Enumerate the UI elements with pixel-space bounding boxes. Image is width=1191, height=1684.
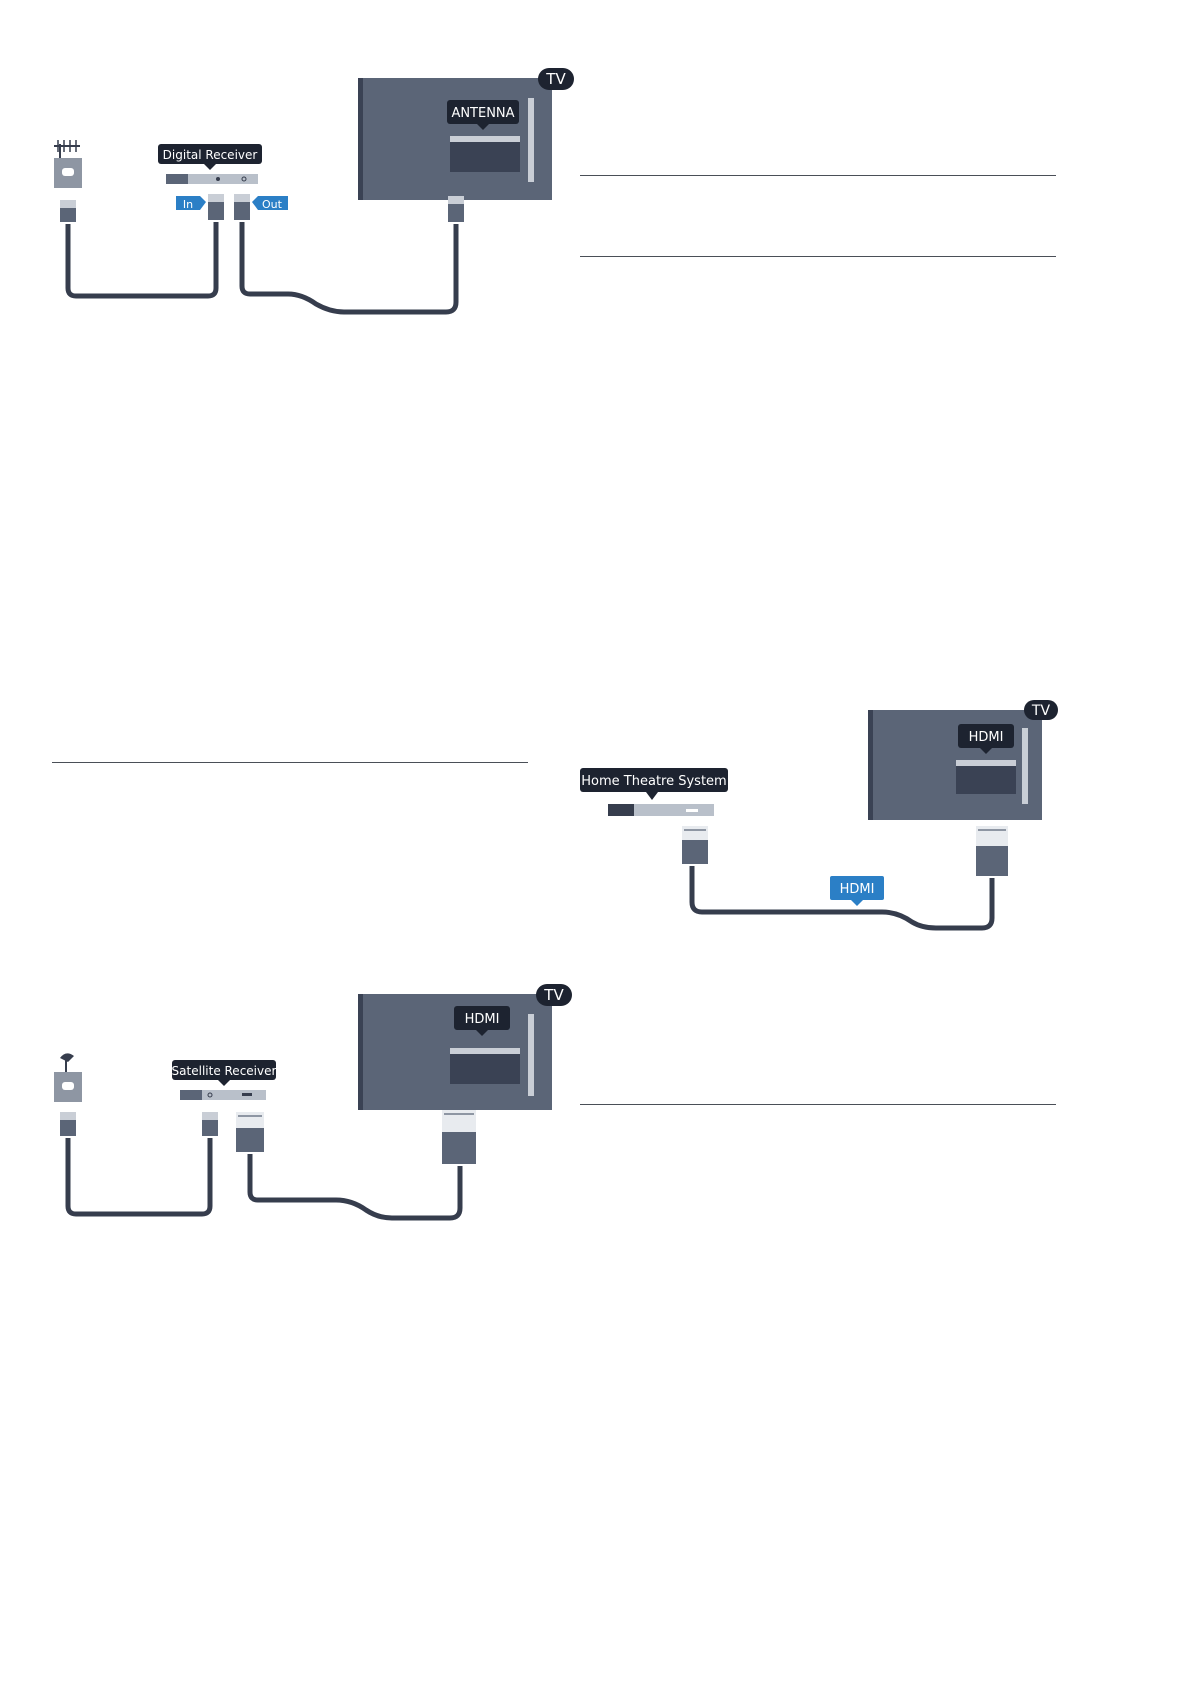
- receiver-front: [180, 1090, 202, 1100]
- cable-receiver-to-tv: [239, 222, 459, 315]
- digital-receiver-icon: Digital Receiver: [158, 144, 262, 184]
- hdmi-plug-tv-icon: [442, 1110, 476, 1164]
- cable-antenna-to-receiver: [65, 222, 219, 299]
- device-label: Digital Receiver: [163, 148, 258, 162]
- port-label-bg: [454, 1006, 510, 1030]
- in-tag-label: In: [183, 198, 193, 211]
- port-label-bg: [447, 100, 519, 124]
- device-label-bg: [172, 1060, 276, 1080]
- section-divider: [580, 1104, 1056, 1105]
- tv-port-strip: [450, 1048, 520, 1054]
- device-body: [608, 804, 714, 816]
- device-label-pointer: [204, 164, 216, 170]
- device-label-pointer: [646, 792, 658, 800]
- device-label: Home Theatre System: [581, 774, 726, 789]
- antenna-socket-icon: [54, 140, 82, 188]
- out-tag: Out: [252, 196, 288, 211]
- tv-port-strip: [450, 136, 520, 142]
- coax-plug-out-icon: [234, 194, 250, 220]
- tv-icon: HDMI TV: [358, 984, 572, 1110]
- coax-plug-in-icon: [208, 194, 224, 220]
- port-label-pointer: [477, 124, 489, 130]
- satellite-receiver-icon: Satellite Receiver: [172, 1060, 277, 1100]
- out-tag-label: Out: [262, 198, 283, 211]
- satellite-dish-socket-icon: [54, 1053, 82, 1102]
- cable-label: HDMI: [830, 876, 884, 906]
- diagram-home-theatre-svg: HDMI TV Home Theatre System HDMI: [580, 700, 1058, 931]
- tv-icon: HDMI TV: [868, 700, 1058, 820]
- diagram-antenna-svg: ANTENNA TV Digital Receiver: [54, 68, 574, 315]
- tv-port-label: HDMI: [465, 1012, 500, 1027]
- port-label-pointer: [476, 1030, 488, 1036]
- tv-port-panel: [450, 1054, 520, 1084]
- cable-dish-to-receiver: [65, 1138, 213, 1217]
- tv-port-panel: [450, 142, 520, 172]
- tv-icon: ANTENNA TV: [358, 68, 574, 200]
- section-divider: [580, 256, 1056, 257]
- receiver-body: [180, 1090, 266, 1100]
- section-divider: [580, 175, 1056, 176]
- hdmi-plug-tv-icon: [976, 826, 1008, 876]
- coax-plug-tv-icon: [448, 196, 464, 222]
- diagram-home-theatre: HDMI TV Home Theatre System HDMI: [570, 690, 1070, 950]
- diagram-satellite-receiver: HDMI TV Satellite Receiver: [40, 980, 580, 1250]
- device-label-bg: [580, 768, 728, 792]
- tv-edge: [868, 710, 873, 820]
- port-label-bg: [958, 724, 1014, 748]
- receiver-front: [166, 174, 188, 184]
- coax-plug-icon: [60, 1112, 76, 1136]
- tv-badge-bg: [536, 984, 572, 1006]
- tv-badge: TV: [545, 70, 566, 88]
- device-label-pointer: [218, 1080, 230, 1086]
- diagram-satellite-svg: HDMI TV Satellite Receiver: [54, 984, 572, 1221]
- section-divider: [52, 762, 528, 763]
- tv-port-label: ANTENNA: [451, 106, 514, 121]
- tv-side-bar: [528, 98, 534, 182]
- cable-label-text: HDMI: [840, 882, 875, 897]
- port-label-pointer: [980, 748, 992, 754]
- in-tag: In: [176, 196, 206, 211]
- receiver-body: [166, 174, 258, 184]
- hdmi-cable-receiver-to-tv: [247, 1154, 463, 1221]
- tv-port-panel: [956, 766, 1016, 794]
- hdmi-cable: [689, 866, 995, 931]
- tv-badge-bg: [538, 68, 574, 90]
- tv-edge: [358, 78, 363, 200]
- tv-side-bar: [528, 1014, 534, 1096]
- tv-port-label: HDMI: [969, 730, 1004, 745]
- home-theatre-icon: Home Theatre System: [580, 768, 728, 816]
- tv-badge: TV: [1031, 703, 1051, 719]
- tv-edge: [358, 994, 363, 1110]
- diagram-antenna-digital-receiver: ANTENNA TV Digital Receiver: [40, 60, 580, 360]
- coax-plug-icon: [60, 200, 76, 222]
- coax-plug-receiver-icon: [202, 1112, 218, 1136]
- tv-side-bar: [1022, 728, 1028, 804]
- hdmi-plug-receiver-icon: [236, 1112, 264, 1152]
- hdmi-plug-device-icon: [682, 826, 708, 864]
- device-front: [608, 804, 634, 816]
- tv-badge-bg: [1024, 700, 1058, 720]
- device-label: Satellite Receiver: [172, 1064, 277, 1078]
- tv-port-strip: [956, 760, 1016, 766]
- device-label-bg: [158, 144, 262, 164]
- tv-badge: TV: [543, 986, 564, 1004]
